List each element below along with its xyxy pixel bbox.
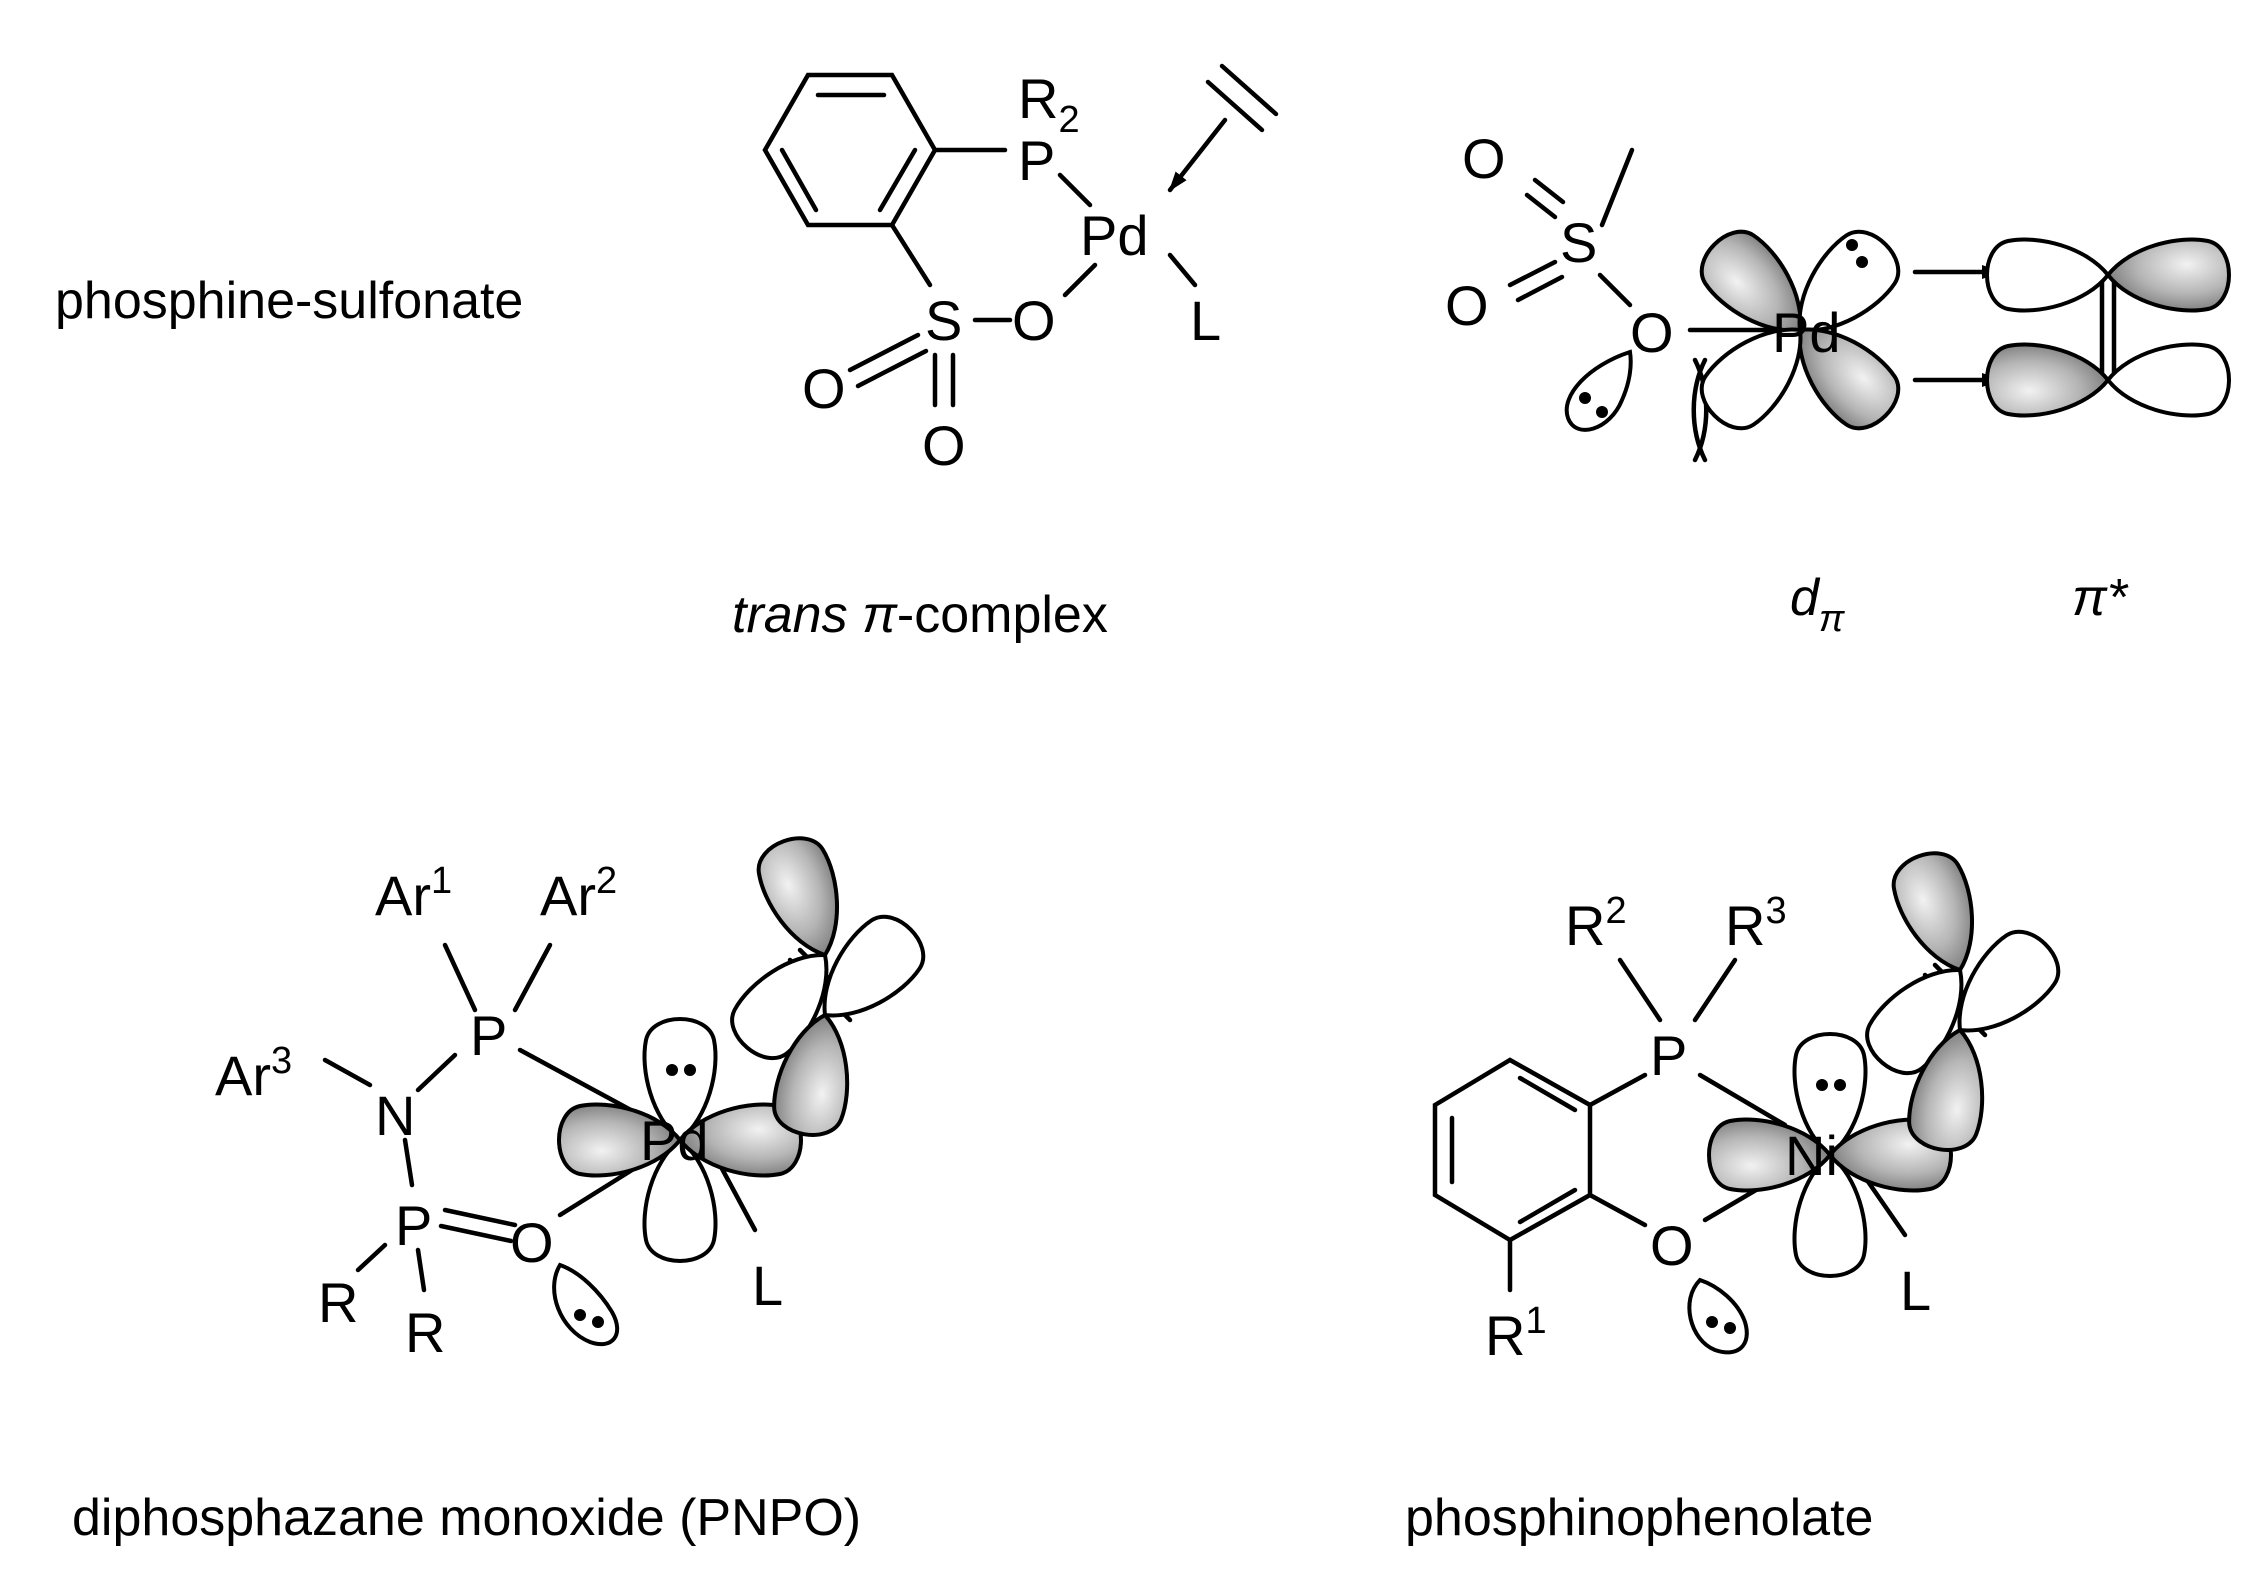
bond-S-O (1597, 272, 1633, 308)
bond-P-O-double (442, 1207, 518, 1228)
aromatic-double-bond (1517, 1075, 1578, 1113)
atom-Pd: Pd (640, 1109, 709, 1172)
bond-Ar2-P (512, 942, 553, 1013)
caption-trans-pi-complex: trans π-complex (732, 586, 1108, 644)
ethylene-pi-star-orbital (1985, 237, 2231, 418)
bond-P-O-double (438, 1223, 514, 1244)
bond-P-Pd (1057, 172, 1093, 208)
bond-Ar3-N (322, 1057, 373, 1088)
bond-S-O-double (1507, 259, 1558, 288)
atom-R2: R2 (1565, 890, 1627, 957)
aromatic-double-bond (1517, 1187, 1578, 1225)
bond-N-P (415, 1052, 458, 1093)
bond-P-R (415, 1247, 427, 1293)
atom-L: L (1900, 1259, 1931, 1322)
ethylene-pi-star-orbital (718, 827, 936, 1143)
atom-L: L (1190, 289, 1221, 352)
lone-pair-orbital (1687, 1277, 1749, 1355)
label-pi-star: π* (2072, 569, 2129, 627)
bond-ring-S (889, 222, 933, 288)
bond-S-O-double (847, 332, 921, 373)
lone-pair-orbital (552, 1262, 620, 1347)
atom-L: L (752, 1254, 783, 1317)
atom-R3: R3 (1725, 890, 1787, 957)
steric-clash-mark (1691, 357, 1708, 463)
bond-S-O-double (1515, 274, 1565, 303)
atom-S: S (1560, 211, 1597, 274)
atom-O: O (510, 1211, 554, 1274)
phosphinophenolate-structure: R2 R3 P O R1 L Ni (1432, 842, 2071, 1367)
bond-N-P (402, 1137, 415, 1188)
bond-ring-P (1587, 1072, 1648, 1108)
pnpo-structure: Ar1 Ar2 P Ar3 N P O R R L Pd (215, 827, 936, 1364)
atom-O: O (1445, 274, 1489, 337)
bond-P-Pd (517, 1047, 643, 1118)
atom-R: R (405, 1301, 445, 1364)
atom-O: O (1012, 289, 1056, 352)
atom-O: O (1462, 127, 1506, 190)
label-d-pi: dπ (1790, 569, 1846, 640)
ethylene-bond (1205, 79, 1265, 133)
caption-pnpo: diphosphazane monoxide (PNPO) (72, 1489, 861, 1547)
bond-R2-P (1617, 957, 1663, 1023)
atom-Ar3: Ar3 (215, 1040, 292, 1107)
atom-Ar1: Ar1 (375, 860, 452, 927)
bond-S-methyl (1599, 147, 1635, 228)
atom-P: P (1018, 129, 1055, 192)
atom-Ni: Ni (1785, 1124, 1838, 1187)
aromatic-double-bond (779, 147, 819, 213)
atom-P: P (395, 1194, 432, 1257)
ethylene-bond (1219, 63, 1279, 117)
pd-d-orbital (557, 1017, 803, 1263)
bond-Pd-L (1167, 252, 1198, 288)
benzene-ring (1432, 1057, 1593, 1243)
bond-Pd-L (717, 1162, 758, 1233)
phosphine-sulfonate-structure: R2 P Pd S O L O O (762, 63, 1279, 477)
atom-O: O (922, 414, 966, 477)
atom-O: O (802, 357, 846, 420)
bond-O-Pd (1062, 262, 1098, 298)
bond-Ar1-P (442, 942, 478, 1013)
caption-phosphine-sulfonate: phosphine-sulfonate (55, 272, 523, 330)
bond-P-Ni (1697, 1072, 1788, 1128)
atom-N: N (375, 1084, 415, 1147)
bond-ring-O (1587, 1192, 1648, 1228)
orbital-interaction-diagram: O S O O Pd (1445, 127, 2231, 463)
atom-O: O (1650, 1214, 1694, 1277)
pd-d-orbital (1689, 219, 1910, 440)
bond-P-R (355, 1242, 388, 1273)
atom-R: R2 (1018, 67, 1080, 141)
lone-pair-orbital (1564, 349, 1633, 432)
bond-S-O-double (1524, 192, 1558, 220)
caption-phosphinophenolate: phosphinophenolate (1405, 1489, 1873, 1547)
atom-P: P (1650, 1024, 1687, 1087)
coordination-arrow (1167, 117, 1228, 193)
ni-d-orbital (1707, 1032, 1953, 1278)
atom-R1: R1 (1485, 1300, 1547, 1367)
atom-Ar2: Ar2 (540, 860, 617, 927)
atom-O: O (1630, 301, 1674, 364)
ethylene-pi-star-orbital (1853, 842, 2071, 1158)
atom-P: P (470, 1004, 507, 1067)
atom-Pd: Pd (1772, 301, 1841, 364)
bond-S-O-double (1532, 177, 1566, 205)
benzene-ring (762, 72, 938, 228)
aromatic-double-bond (877, 147, 918, 213)
atom-S: S (925, 289, 962, 352)
bond-R3-P (1692, 957, 1738, 1023)
atom-Pd: Pd (1080, 204, 1149, 267)
bond-S-O-double (855, 348, 929, 389)
atom-R: R (318, 1271, 358, 1334)
